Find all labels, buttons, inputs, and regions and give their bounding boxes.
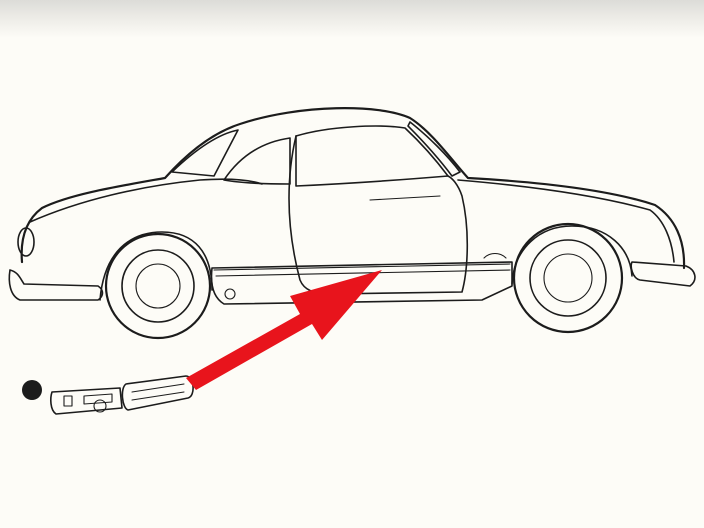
door-window [295, 125, 449, 187]
front-bumper [8, 269, 104, 301]
badge [483, 252, 507, 259]
clip-part [50, 387, 123, 415]
red-arrow-icon [186, 270, 382, 390]
grommet-part [22, 380, 42, 400]
front-wheel-arch [99, 231, 213, 301]
rear-wheel [512, 222, 624, 334]
front-wheel [104, 232, 212, 340]
rocker-trim-upper [213, 263, 511, 271]
top-shadow [0, 0, 704, 38]
door-outline [288, 135, 469, 295]
side-window [223, 137, 291, 185]
headlight [17, 227, 35, 257]
molding-part [121, 375, 194, 411]
door-handle-line [369, 195, 441, 201]
car-body-outline [20, 107, 686, 270]
rear-bumper [630, 261, 696, 287]
jack-point [224, 288, 236, 300]
front-windshield [171, 129, 239, 177]
hood-line [29, 178, 263, 223]
rear-deck-line [457, 179, 675, 263]
rocker-trim-lower [215, 269, 511, 277]
rear-window [407, 121, 461, 177]
